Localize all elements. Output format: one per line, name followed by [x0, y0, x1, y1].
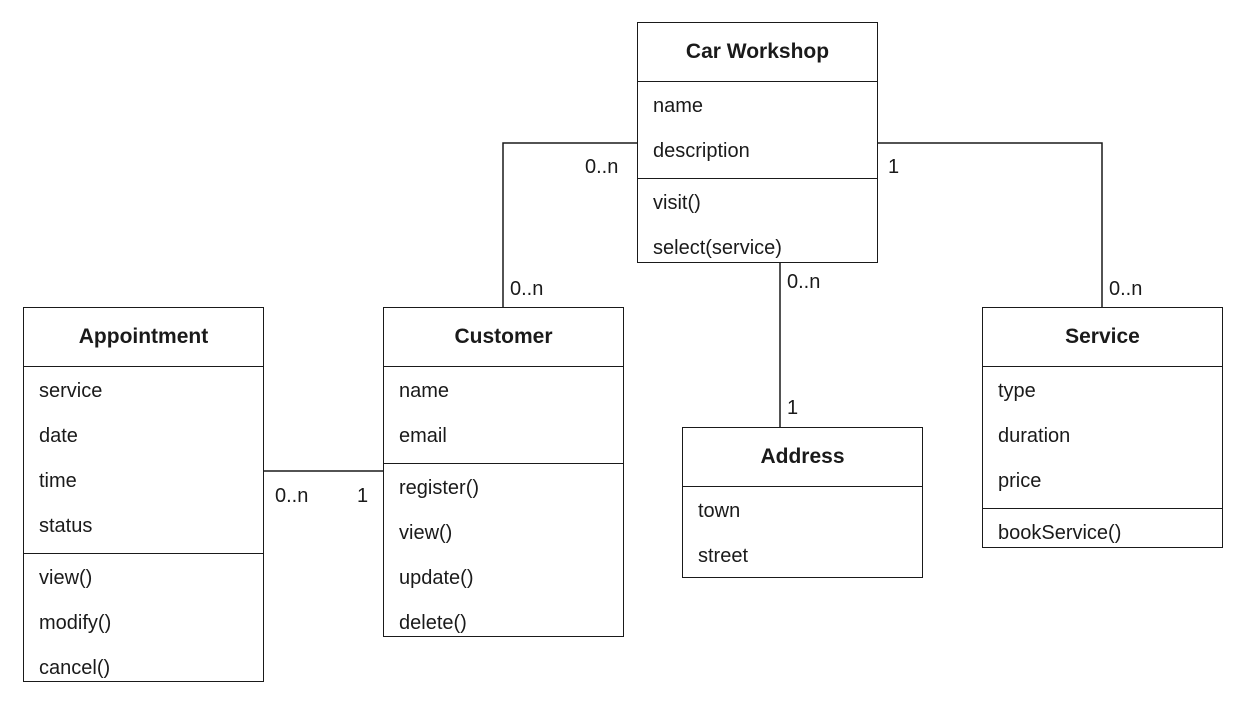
attribute: price [998, 470, 1042, 492]
method: select(service) [653, 237, 782, 259]
multiplicity-appointment-customer-appointment-end: 0..n [275, 485, 309, 507]
method: register() [399, 477, 480, 499]
method: cancel() [39, 657, 111, 679]
attribute: status [39, 515, 93, 537]
class-customer[interactable]: Customer name email register() view() up… [383, 307, 624, 637]
multiplicity-appointment-customer-customer-end: 1 [357, 485, 369, 507]
method: modify() [39, 612, 112, 634]
method: visit() [653, 192, 701, 214]
attribute: type [998, 380, 1036, 402]
class-service[interactable]: Service type duration price bookService(… [982, 307, 1223, 548]
multiplicity-workshop-address-address-end: 1 [787, 397, 799, 419]
attribute: time [39, 470, 77, 492]
attributes-section: type duration price [983, 367, 1222, 508]
attribute: town [698, 500, 741, 522]
class-title: Appointment [24, 308, 263, 367]
method: update() [399, 567, 474, 589]
attributes-section: town street [683, 487, 922, 583]
methods-section: visit() select(service) [638, 178, 877, 275]
class-title: Car Workshop [638, 23, 877, 82]
method: view() [39, 567, 93, 589]
class-address[interactable]: Address town street [682, 427, 923, 578]
method: view() [399, 522, 453, 544]
attribute: name [399, 380, 450, 402]
methods-section: bookService() [983, 508, 1222, 560]
methods-section: register() view() update() delete() [384, 463, 623, 650]
attributes-section: name description [638, 82, 877, 178]
method: delete() [399, 612, 467, 634]
multiplicity-workshop-customer-workshop-end: 0..n [585, 156, 619, 178]
class-title: Customer [384, 308, 623, 367]
attribute: email [399, 425, 447, 447]
attribute: name [653, 95, 704, 117]
class-appointment[interactable]: Appointment service date time status vie… [23, 307, 264, 682]
attribute: service [39, 380, 103, 402]
attribute: description [653, 140, 750, 162]
multiplicity-workshop-customer-customer-end: 0..n [510, 278, 544, 300]
attribute: street [698, 545, 749, 567]
attributes-section: service date time status [24, 367, 263, 553]
attributes-section: name email [384, 367, 623, 463]
class-car-workshop[interactable]: Car Workshop name description visit() se… [637, 22, 878, 263]
method: bookService() [998, 522, 1122, 544]
methods-section: view() modify() cancel() [24, 553, 263, 695]
class-title: Address [683, 428, 922, 487]
association-workshop-customer [502, 142, 637, 307]
association-workshop-service [877, 142, 1103, 307]
attribute: duration [998, 425, 1071, 447]
multiplicity-workshop-service-service-end: 0..n [1109, 278, 1143, 300]
class-title: Service [983, 308, 1222, 367]
attribute: date [39, 425, 78, 447]
multiplicity-workshop-service-workshop-end: 1 [888, 156, 900, 178]
multiplicity-workshop-address-workshop-end: 0..n [787, 271, 821, 293]
